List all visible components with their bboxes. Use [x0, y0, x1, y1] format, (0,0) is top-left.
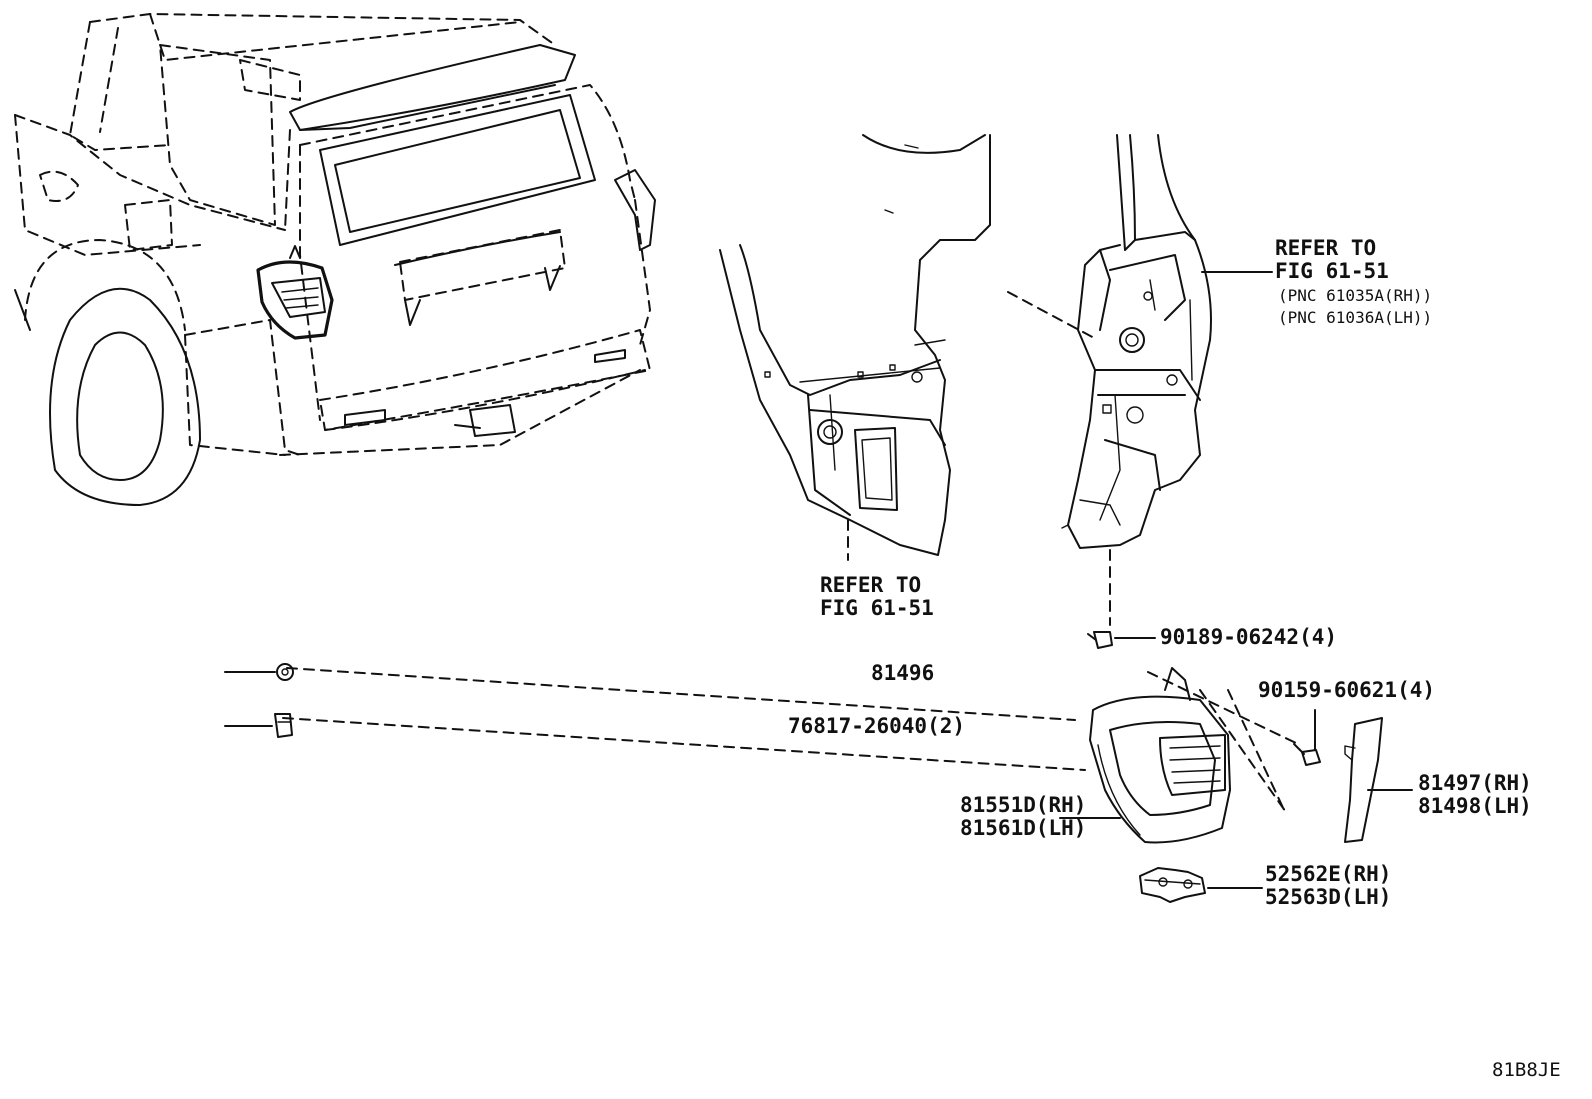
part-number-grommet: 81496: [871, 661, 934, 685]
part-number-screw-upper: 90189-06242(4): [1160, 625, 1337, 649]
fig-ref-label-lower: FIG 61-51: [820, 596, 934, 620]
grommet: [224, 663, 294, 681]
figure-code: 81B8JE: [1492, 1059, 1561, 1081]
screw-lower: [1293, 709, 1321, 766]
rear-combination-lamp: [1059, 667, 1231, 844]
part-number-screw-lower: 90159-60621(4): [1258, 678, 1435, 702]
clip: [224, 713, 293, 738]
lamp-side-cover: [1344, 717, 1413, 843]
part-number-lamp-lh: 81561D(LH): [960, 816, 1086, 840]
part-number-cover-rh: 81497(RH): [1418, 771, 1532, 795]
part-number-clip: 76817-26040(2): [788, 714, 965, 738]
refer-to-label-lower: REFER TO: [820, 573, 921, 597]
alignment-lines: [282, 291, 1299, 816]
quarter-inner-panel: [719, 134, 991, 561]
pillar-inner-panel: [1061, 134, 1273, 549]
pnc-rh-label: (PNC 61035A(RH)): [1278, 286, 1432, 305]
lamp-bracket: [1139, 867, 1263, 903]
vehicle-rear-view: [14, 13, 656, 506]
part-number-cover-lh: 81498(LH): [1418, 794, 1532, 818]
part-number-bracket-lh: 52563D(LH): [1265, 885, 1391, 909]
part-number-bracket-rh: 52562E(RH): [1265, 862, 1391, 886]
screw-upper: [1087, 631, 1156, 649]
refer-to-label-upper: REFER TO: [1275, 236, 1376, 260]
part-number-lamp-rh: 81551D(RH): [960, 793, 1086, 817]
fig-ref-label-upper: FIG 61-51: [1275, 259, 1389, 283]
callout-labels: REFER TO FIG 61-51 (PNC 61035A(RH)) (PNC…: [788, 236, 1561, 1081]
pnc-lh-label: (PNC 61036A(LH)): [1278, 308, 1432, 327]
